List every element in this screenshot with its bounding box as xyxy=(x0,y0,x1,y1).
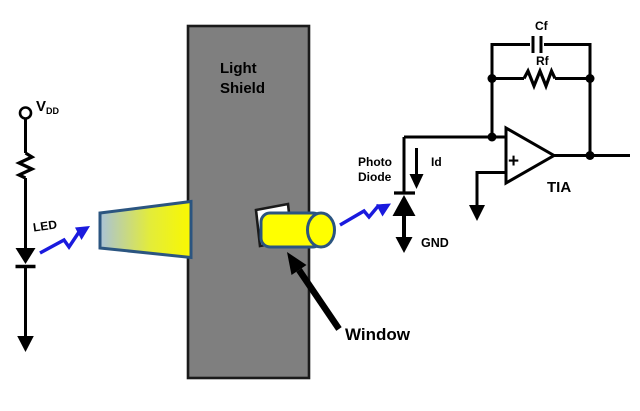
resistor-led-branch xyxy=(15,151,36,180)
tia-label: TIA xyxy=(547,179,572,196)
id-current-arrowhead xyxy=(409,174,424,189)
junction-feedback-left xyxy=(487,74,497,83)
light-beam xyxy=(98,199,193,260)
junction-output xyxy=(585,151,595,160)
light-shield xyxy=(186,24,311,380)
junction-minus-input xyxy=(487,132,497,142)
led-label: LED xyxy=(32,217,58,235)
window-pointer-arrowhead xyxy=(287,252,307,275)
rf-label: Rf xyxy=(536,54,549,68)
cf-label: Cf xyxy=(535,19,548,33)
photon-arrow-led xyxy=(39,231,81,255)
led-ground-arrowhead xyxy=(17,336,34,352)
wire-plus-input xyxy=(475,171,506,207)
opamp-triangle xyxy=(504,125,558,186)
photon-arrowhead-window xyxy=(376,203,391,217)
photo-diode-line2: Diode xyxy=(358,170,392,184)
junction-feedback-right xyxy=(585,74,595,83)
window-pointer-shaft xyxy=(296,268,342,331)
id-current-label: Id xyxy=(431,155,442,169)
vdd-subscript: DD xyxy=(46,106,60,116)
light-shield-line2: Shield xyxy=(220,80,266,97)
vdd-terminal xyxy=(18,106,33,120)
photon-arrow-window xyxy=(339,203,381,227)
window-cylinder-end xyxy=(306,211,336,249)
gnd-label: GND xyxy=(421,236,449,250)
window-label: Window xyxy=(345,325,410,344)
opamp-plus-sign: + xyxy=(508,151,520,172)
vdd-label: VDD xyxy=(36,99,59,116)
photodiode-triangle xyxy=(392,195,416,216)
led-diode-triangle xyxy=(15,248,36,264)
light-shield-line1: Light xyxy=(220,60,257,77)
plus-input-gnd-arrowhead xyxy=(469,205,485,221)
gnd-arrowhead xyxy=(395,237,413,253)
resistor-rf xyxy=(522,66,557,91)
photo-diode-line1: Photo xyxy=(358,155,392,169)
photon-arrowhead-led xyxy=(75,226,90,240)
vdd-main-text: V xyxy=(36,98,47,115)
